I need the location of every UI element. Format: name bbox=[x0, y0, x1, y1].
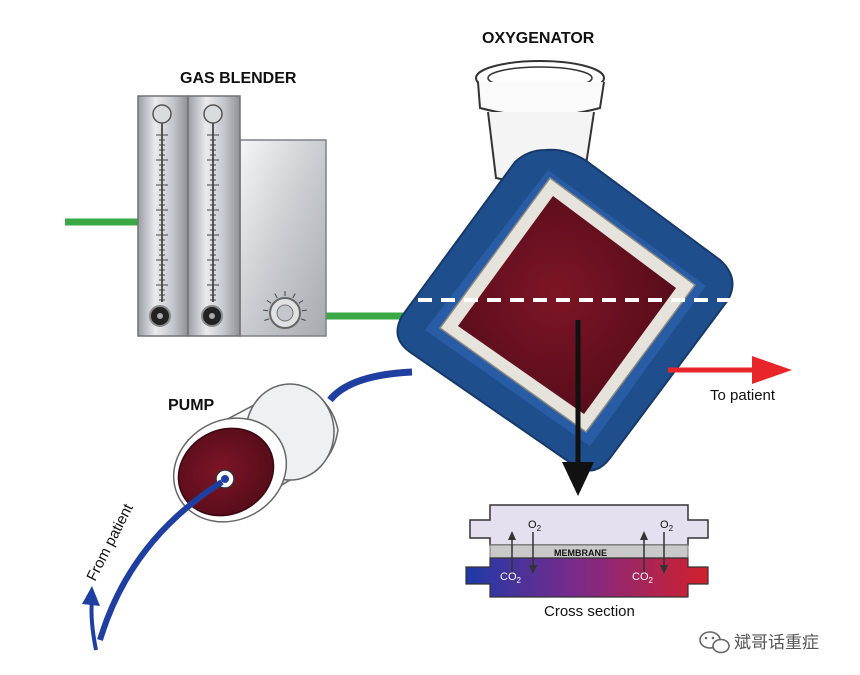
watermark: 斌哥话重症 bbox=[699, 631, 819, 654]
co2-label-left: CO2 bbox=[500, 571, 522, 585]
o2-label-left: O2 bbox=[528, 519, 542, 533]
from-patient-arrow bbox=[89, 599, 98, 651]
dial-tick bbox=[298, 299, 304, 304]
gas-blender bbox=[137, 95, 327, 337]
flowmeter-scale-right bbox=[207, 134, 219, 301]
to-patient-label: To patient bbox=[710, 387, 776, 404]
to-patient-arrow bbox=[752, 356, 792, 384]
membrane-cross-section: MEMBRANE O2 O2 CO2 CO2 Cross section bbox=[465, 504, 709, 620]
dial-tick bbox=[266, 299, 272, 304]
co2-label-right: CO2 bbox=[632, 571, 654, 585]
dial-tick bbox=[264, 318, 270, 321]
cross-section-label: Cross section bbox=[544, 603, 635, 620]
blood-channel bbox=[465, 557, 709, 598]
watermark-text: 斌哥话重症 bbox=[734, 633, 819, 653]
dial-tick bbox=[300, 318, 306, 321]
drainage-tubing bbox=[97, 479, 224, 641]
cross-section-arrow bbox=[562, 462, 594, 496]
membrane-label: MEMBRANE bbox=[554, 548, 607, 558]
return-tubing bbox=[327, 368, 413, 403]
gas-blender-label: GAS BLENDER bbox=[180, 70, 297, 87]
pump-label: PUMP bbox=[168, 397, 215, 414]
wechat-icon bbox=[699, 631, 730, 654]
flowmeter-scale-left bbox=[156, 134, 168, 301]
dial-tick bbox=[263, 309, 269, 312]
oxygenator-blood-chamber bbox=[458, 196, 676, 414]
dial-tick bbox=[301, 309, 307, 312]
dial-tick bbox=[274, 293, 278, 299]
dial-tick bbox=[292, 293, 296, 299]
o2-label-right: O2 bbox=[660, 519, 674, 533]
oxygenator bbox=[396, 60, 734, 472]
oxygenator-label: OXYGENATOR bbox=[482, 30, 595, 47]
